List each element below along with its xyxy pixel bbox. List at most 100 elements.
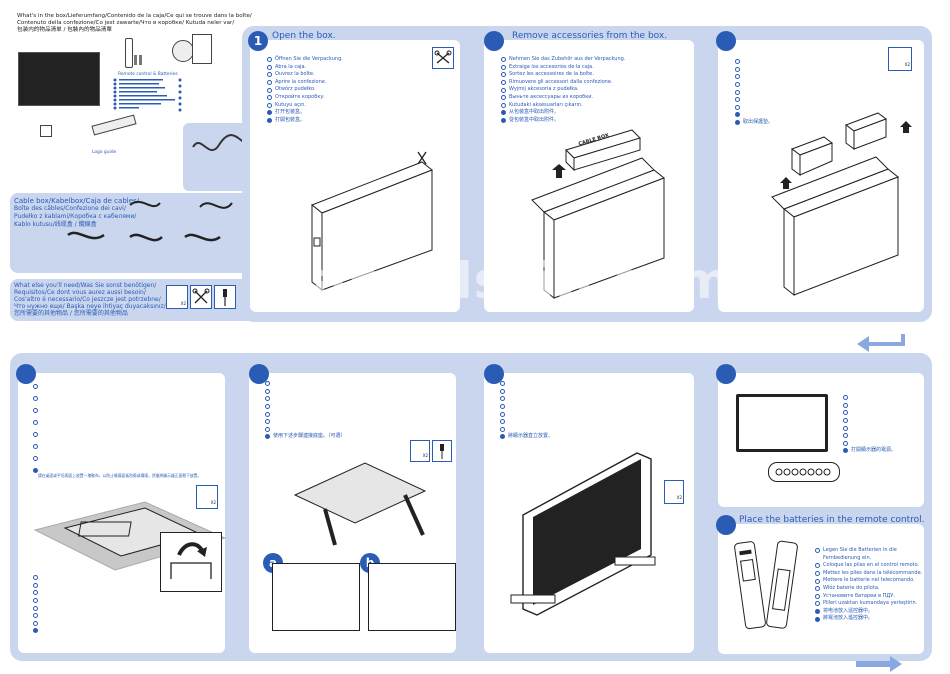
step5-stand-illustration — [293, 462, 427, 546]
batteries-line: 將電池放入遙控器中。 — [823, 615, 874, 622]
step4-number: 4 — [16, 364, 36, 384]
batteries-illustration — [134, 55, 137, 65]
step4-instructions — [33, 380, 41, 476]
what-else-heading-5: 您所需要的其他物品 / 您所需要的其他物品 — [14, 310, 128, 317]
step6-note: 將顯示器直立放置。 — [508, 433, 554, 440]
step2-line: 从包装盒中取出附件。 — [509, 109, 560, 116]
cable-box-heading-4: Kablo kutusu/线缆盒 / 纜線盒 — [14, 221, 97, 228]
step1-line: 打开包装盒。 — [275, 109, 306, 116]
step3-x2: X2 — [904, 62, 910, 67]
what-else-heading-4: Что нужно еще/ Başka neye ihtiyaç duyaca… — [14, 303, 166, 310]
step5-number: 5 — [249, 364, 269, 384]
screwdriver-icon — [214, 285, 236, 309]
step2-title: Remove accessories from the box. — [512, 31, 668, 41]
step2-line: Wyjmij akcesoria z pudełka. — [509, 86, 579, 93]
step3-last-line: 取出保護墊。 — [743, 118, 774, 125]
step6-number: 6 — [484, 364, 504, 384]
step7-note: 打開顯示器的電源。 — [851, 447, 897, 454]
step1-line: Ouvrez la boîte. — [275, 71, 315, 78]
cable-box-heading-2: Boîte des câbles/Confezione dei cavi/ — [14, 205, 126, 212]
step5-instructions: 使用下述步驟連接底座。（可選） — [265, 380, 346, 441]
cd-illustration — [172, 40, 194, 62]
batteries-instructions: Legen Sie die Batterien in die Fernbedie… — [815, 547, 922, 623]
step2-instructions: Nehmen Sie das Zubehör aus der Verpackun… — [501, 56, 625, 124]
whats-in-box-header: What's in the box/Lieferumfang/Contenido… — [17, 13, 257, 34]
step1-instructions: Öffnen Sie die Verpackung. Abra la caja.… — [267, 56, 343, 124]
step1-scissors-icon — [432, 47, 454, 69]
logo-guide-label: Logo guide — [92, 150, 117, 155]
batteries-line: Włóż baterie do pilota. — [823, 584, 880, 591]
plug-illustration — [40, 125, 52, 137]
step1-line: Aprire la confezione. — [275, 78, 327, 85]
step3-instructions: 取出保護墊。 — [735, 58, 773, 126]
step2-line: Выньте аксессуары из коробки. — [509, 93, 594, 100]
batteries-line: Mettere le batterie nel telecomando. — [823, 577, 915, 584]
step3-person-icon: X2 — [888, 47, 912, 71]
batteries-line: Fernbedienung ein. — [823, 554, 872, 561]
batteries-title: Place the batteries in the remote contro… — [739, 515, 925, 525]
step2-number: 2 — [484, 31, 504, 51]
what-else-heading-2: Requisitos/Ce dont vous aurez aussi beso… — [14, 289, 146, 296]
step7-instructions: 打開顯示器的電源。 — [843, 394, 896, 455]
cable-box-panel: Cable box/Kabelbox/Caja de cables/ Boîte… — [10, 193, 260, 273]
remote-open-illustration — [734, 540, 798, 630]
step5-x2: X2 — [422, 453, 428, 458]
step7-display-illustration — [736, 394, 828, 452]
step3-number: 3 — [716, 31, 736, 51]
step7-number: 7 — [716, 364, 736, 384]
step6-instructions: 將顯示器直立放置。 — [500, 380, 553, 441]
step5-screwdriver-icon — [432, 440, 452, 462]
step1-line: Kutuyu açın. — [275, 101, 307, 108]
step2-line: 從包裝盒中取出附件。 — [509, 116, 560, 123]
scissors-icon — [190, 285, 212, 309]
batteries-line: Mettez les piles dans la télécommande. — [823, 569, 923, 576]
monitor-illustration — [18, 52, 100, 106]
step5-person-icon: X2 — [410, 440, 430, 462]
step6-person-icon: X2 — [664, 480, 684, 504]
what-else-panel: What else you'll need/Was Sie sonst benö… — [10, 279, 260, 321]
step3-box-illustration — [771, 112, 912, 297]
step1-box-illustration — [311, 151, 433, 292]
batteries-line: Установите батареи в ПДУ. — [823, 592, 895, 599]
step1-line: Abra la caja. — [275, 63, 307, 70]
what-else-heading-1: What else you'll need/Was Sie sonst benö… — [14, 282, 157, 289]
batteries-line: Pilleri uzaktan kumandaya yerleştirin. — [823, 600, 918, 607]
step5-detail-b — [368, 563, 456, 631]
step1-title: Open the box. — [272, 31, 336, 41]
watermark: ManualsLib.com — [262, 252, 732, 310]
step6-upright-display-illustration — [510, 452, 656, 616]
what-else-heading-3: Cos'altro è necessario/Co jeszcze jest p… — [14, 296, 161, 303]
forward-arrow-icon — [856, 656, 902, 672]
step2-line: Rimuovere gli accessori dalla confezione… — [509, 78, 613, 85]
step2-line: Nehmen Sie das Zubehör aus der Verpackun… — [509, 56, 626, 62]
step1-line: Otwórz pudełko. — [275, 86, 316, 93]
step4-zoom-inset — [160, 532, 222, 592]
cable-box-heading-3: Pudełko z kablami/Коробка с кабелями/ — [14, 213, 137, 220]
remote-illustration — [125, 38, 133, 68]
whats-in-box-heading-2: Contenuto della confezione/Co jest zawar… — [17, 20, 235, 26]
return-arrow-icon — [857, 334, 905, 352]
step1-line: Öffnen Sie die Verpackung. — [275, 56, 343, 62]
step7-control-panel — [768, 462, 840, 482]
batteries-line: 将电池放入遥控器中。 — [823, 607, 874, 614]
cable-box-heading-1: Cable box/Kabelbox/Caja de cables/ — [14, 197, 140, 205]
batteries-number — [716, 515, 736, 535]
step1-line: 打開包裝盒。 — [275, 116, 306, 123]
step5-detail-a — [272, 563, 360, 631]
manual-illustration — [192, 34, 212, 64]
step2-line: Extraiga los accesorios de la caja. — [509, 63, 594, 70]
step2-line: Kutudaki aksesuarları çıkarın. — [509, 101, 583, 108]
step2-line: Sortez les accessoires de la boîte. — [509, 71, 594, 78]
whats-in-box-heading-1: What's in the box/Lieferumfang/Contenido… — [17, 13, 252, 19]
batteries-illustration-2 — [139, 55, 142, 65]
step4-x2: X2 — [210, 500, 216, 505]
batteries-line: Legen Sie die Batterien in die — [823, 547, 897, 553]
batteries-line: Coloque las pilas en el control remoto. — [823, 562, 920, 569]
step1-number: 1 — [248, 31, 268, 51]
step4-instructions-lower — [33, 574, 41, 635]
step5-note: 使用下述步驟連接底座。（可選） — [273, 433, 346, 440]
step1-line: Откройте коробку. — [275, 93, 325, 100]
step4-display-facedown-illustration — [33, 501, 227, 571]
whats-in-box-heading-3: 包装内的物品清单 / 包裝內的物品清單 — [17, 27, 112, 33]
two-people-icon: X2 — [166, 285, 188, 309]
